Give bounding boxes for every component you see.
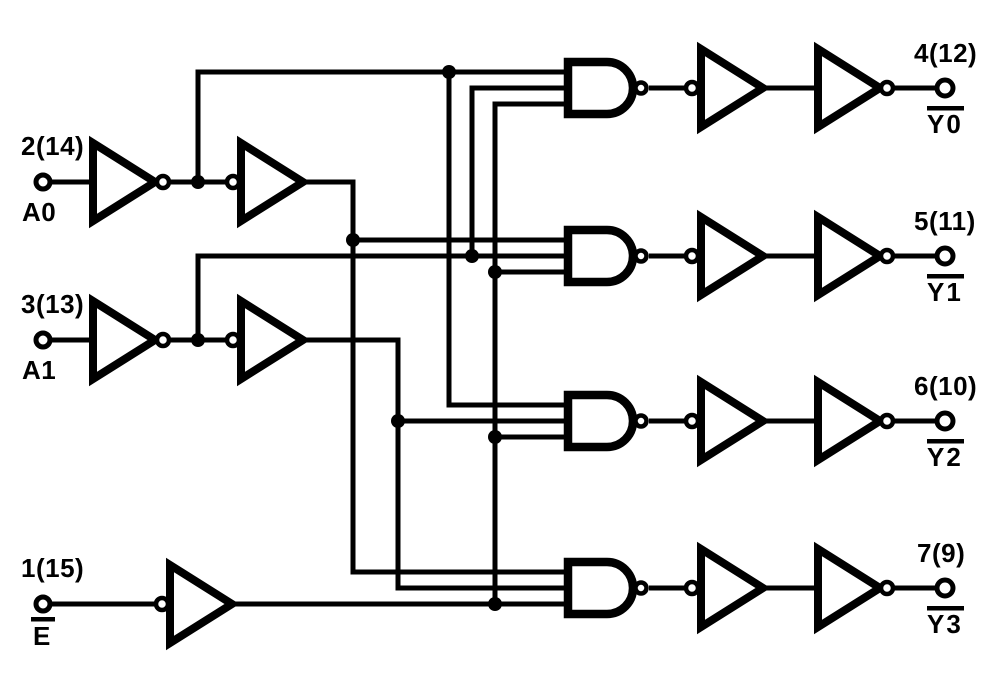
terminals (33, 77, 956, 614)
nand-y3-output-bubble-icon (633, 580, 649, 596)
nand-gate-y3 (563, 557, 638, 619)
signal-label-y1: Y1 (927, 277, 963, 307)
output-terminal-y3 (934, 577, 956, 599)
signal-label-y2: Y2 (927, 442, 963, 472)
output-buffer1-y0 (697, 41, 771, 135)
input-terminal-e (33, 594, 53, 614)
buffer2-y3-output-bubble-icon (878, 579, 896, 597)
buffer-a1 (237, 293, 311, 387)
junction-dot (488, 597, 502, 611)
signal-label-a0: A0 (22, 197, 56, 227)
buffer2-y0-output-bubble-icon (878, 79, 896, 97)
wire-a1not-to-nand-y1-mid (195, 253, 568, 340)
junction-dots (191, 65, 502, 611)
input-terminal-a1 (33, 330, 53, 350)
buffer2-y2-output-bubble-icon (878, 412, 896, 430)
pin-label-y3: 7(9) (917, 538, 965, 568)
output-stage-y0 (683, 41, 896, 135)
buffer1-y3-input-bubble-icon (683, 579, 701, 597)
nand-y0-output-bubble-icon (633, 80, 649, 96)
nand-gates (563, 57, 649, 619)
overline-y1 (927, 274, 964, 279)
buffer-a0 (237, 135, 311, 229)
output-terminal-y1 (934, 245, 956, 267)
signal-label-e: E (33, 621, 51, 651)
output-buffer2-y0 (814, 41, 888, 135)
output-buffer2-y2 (814, 374, 888, 468)
nand-gate-y0 (563, 57, 638, 119)
wires (51, 69, 935, 607)
junction-dot (191, 175, 205, 189)
wire-a1not-to-nand-y0-mid (469, 85, 568, 256)
signal-label-a1: A1 (22, 355, 56, 385)
buffer1-y0-input-bubble-icon (683, 79, 701, 97)
pin-label-y0: 4(12) (914, 38, 977, 68)
input-terminal-a0 (33, 172, 53, 192)
inverter-a0-output-bubble-icon (154, 173, 172, 191)
wire-a0-to-nand-y3-top (302, 179, 568, 575)
output-buffer2-y1 (814, 209, 888, 303)
junction-dot (191, 333, 205, 347)
buffer1-y1-input-bubble-icon (683, 247, 701, 265)
output-stage-y2 (683, 374, 896, 468)
inverter-a1 (89, 293, 163, 387)
signal-label-y0: Y0 (927, 109, 963, 139)
overline-y0 (927, 106, 964, 111)
inverter-a1-output-bubble-icon (154, 331, 172, 349)
pin-label-a0: 2(14) (21, 131, 84, 161)
junction-dot (488, 430, 502, 444)
nand-y2-output-bubble-icon (633, 413, 649, 429)
nand-y1-output-bubble-icon (633, 248, 649, 264)
input-stage-e (153, 557, 240, 651)
inverter-a0 (89, 135, 163, 229)
pin-label-a1: 3(13) (21, 289, 84, 319)
overline-y3 (927, 606, 964, 611)
wire-a1-to-nand-y3-mid (302, 337, 568, 591)
input-stage-a0 (89, 135, 311, 229)
output-stage-y1 (683, 209, 896, 303)
pin-label-y1: 5(11) (914, 206, 976, 236)
wire-a0not-to-nand-y2-top (446, 72, 568, 408)
junction-dot (488, 265, 502, 279)
pin-label-y2: 6(10) (914, 371, 977, 401)
nand-gate-y2 (563, 390, 638, 452)
output-buffer1-y3 (697, 541, 771, 635)
junction-dot (465, 249, 479, 263)
buffer1-y2-input-bubble-icon (683, 412, 701, 430)
overline-e (31, 617, 55, 622)
buffer2-y1-output-bubble-icon (878, 247, 896, 265)
pin-label-e: 1(15) (21, 553, 84, 583)
output-buffer1-y2 (697, 374, 771, 468)
output-terminal-y2 (934, 410, 956, 432)
junction-dot (442, 65, 456, 79)
output-terminal-y0 (934, 77, 956, 99)
output-buffer1-y1 (697, 209, 771, 303)
output-stage-y3 (683, 541, 896, 635)
input-stage-a1 (89, 293, 311, 387)
nand-gate-y1 (563, 225, 638, 287)
overline-y2 (927, 439, 964, 444)
junction-dot (346, 233, 360, 247)
signal-label-y3: Y3 (927, 609, 963, 639)
buffer-e (166, 557, 240, 651)
output-buffer2-y3 (814, 541, 888, 635)
junction-dot (391, 414, 405, 428)
labels: 2(14) A0 3(13) A1 1(15) E 4(12) Y0 5(11)… (21, 38, 977, 651)
